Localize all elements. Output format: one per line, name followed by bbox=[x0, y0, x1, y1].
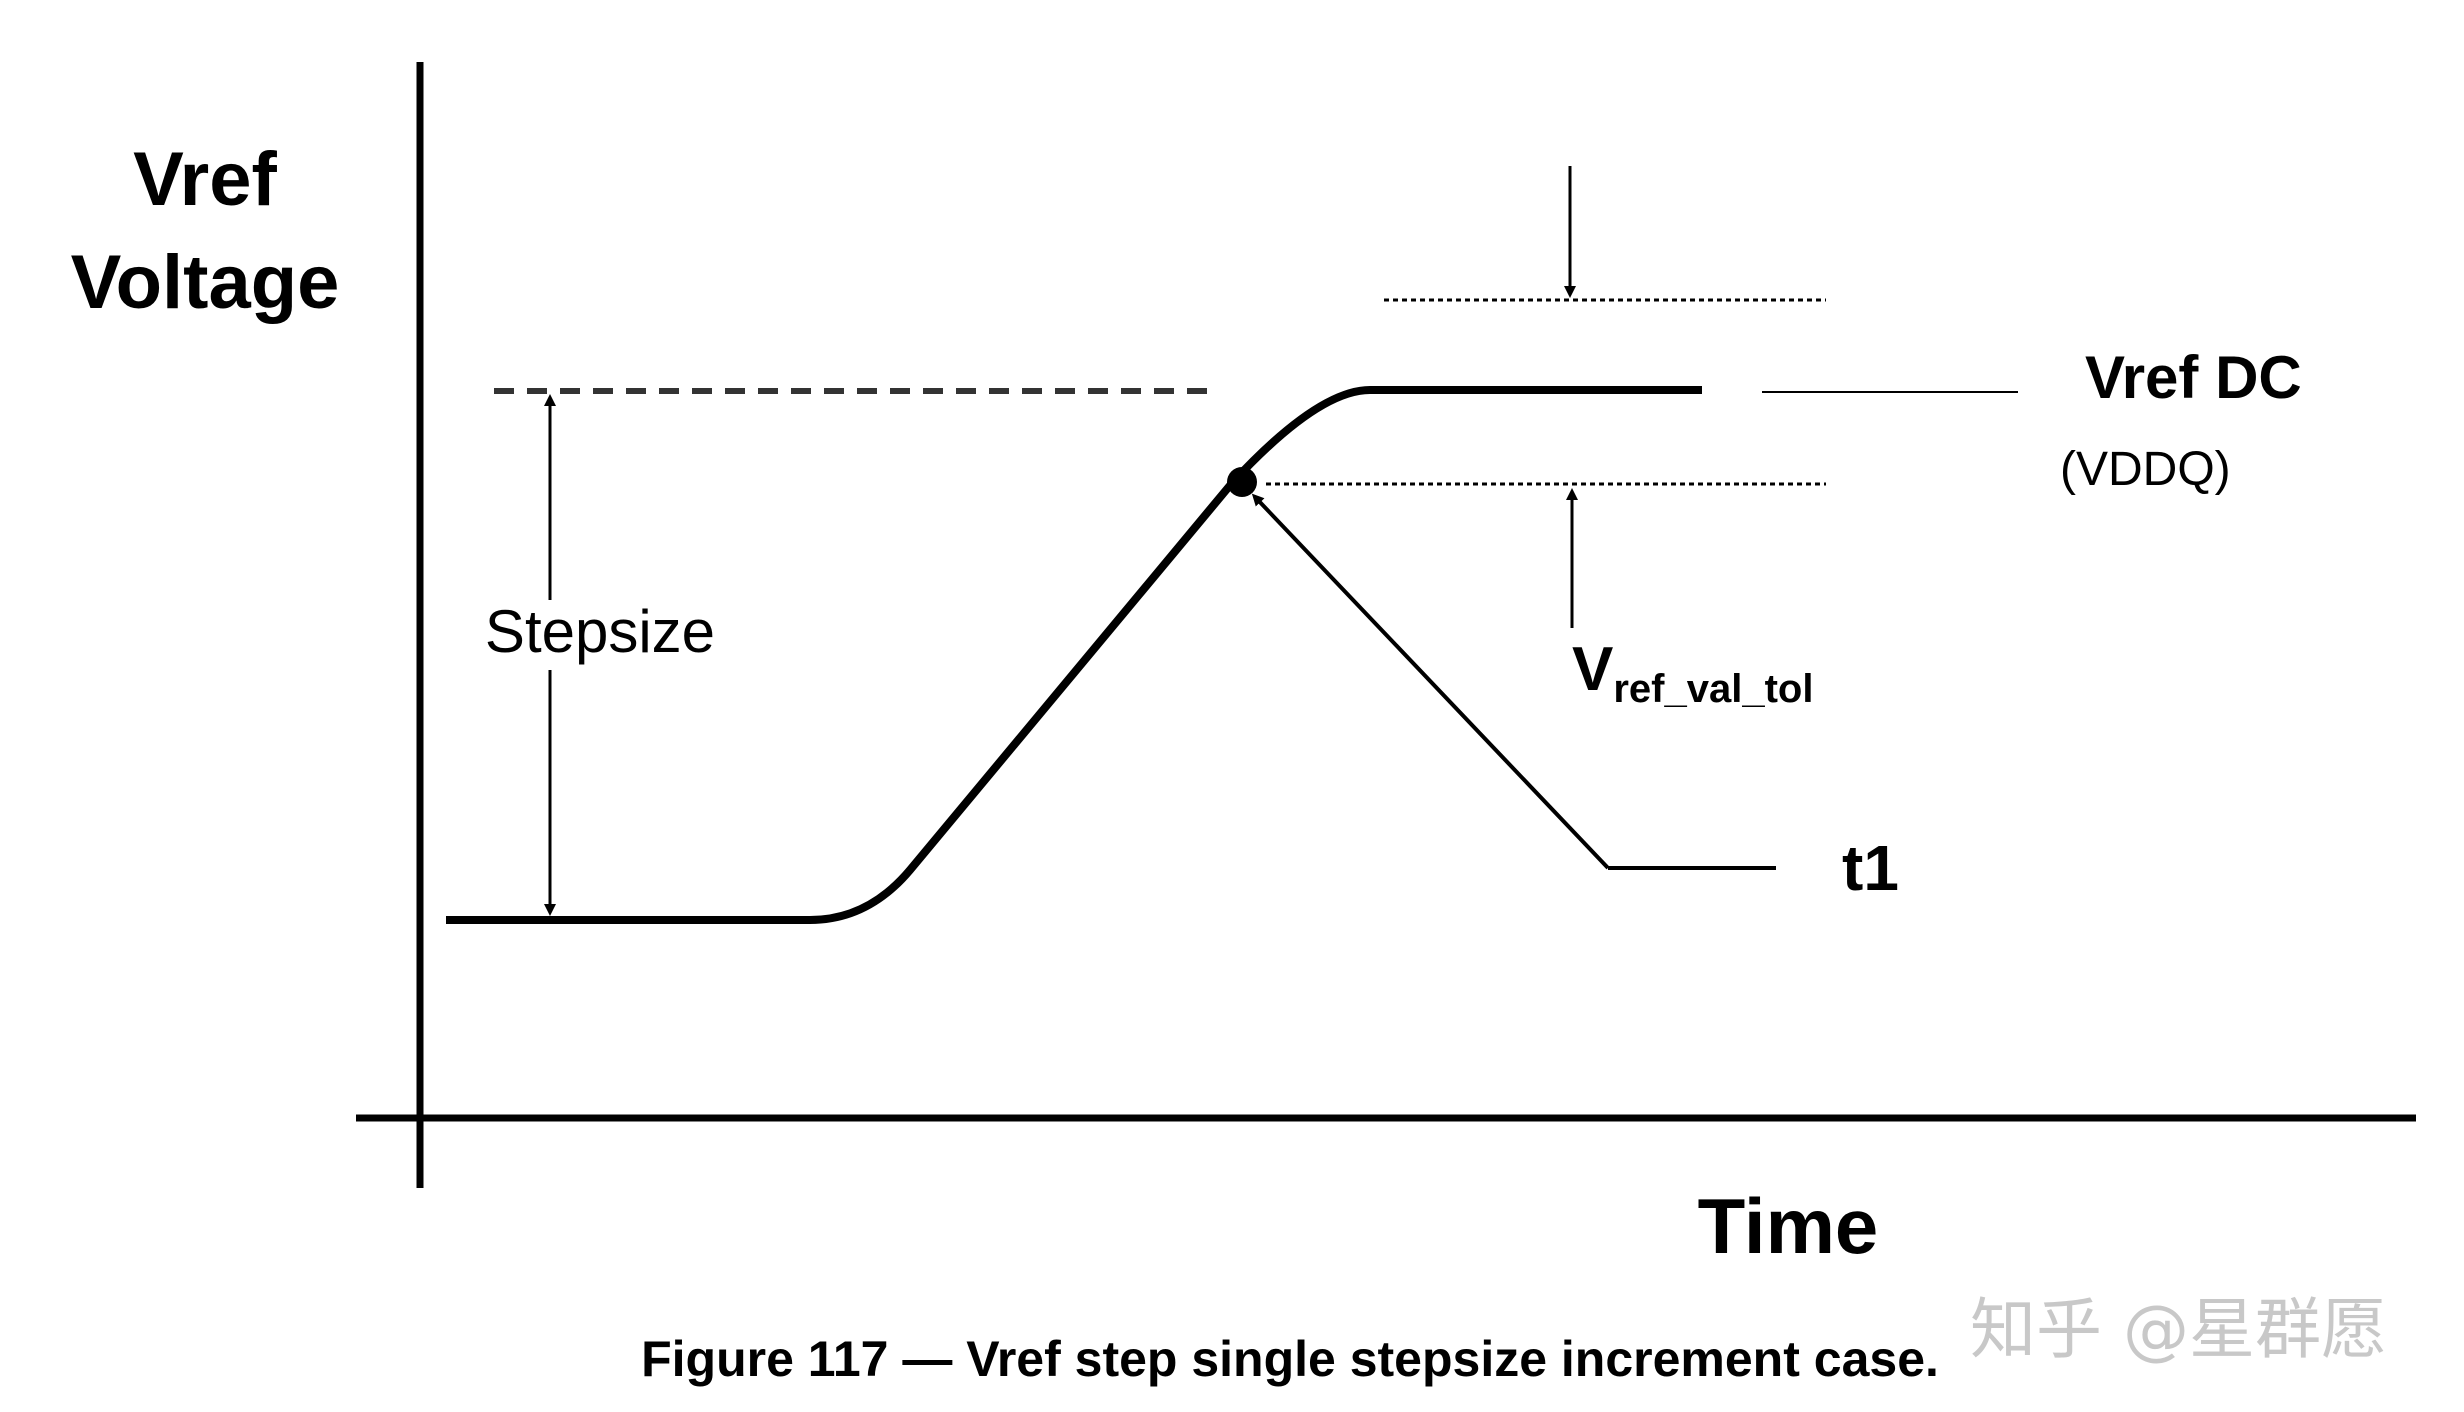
vref-dc-label: Vref DC bbox=[2085, 344, 2302, 411]
y-axis-label-line1: Vref bbox=[133, 137, 277, 222]
watermark: 知乎 @星群愿 bbox=[1970, 1291, 2387, 1368]
vddq-label: (VDDQ) bbox=[2060, 443, 2231, 496]
y-axis-label-line2: Voltage bbox=[71, 240, 340, 325]
t1-label: t1 bbox=[1842, 832, 1899, 904]
stepsize-label: Stepsize bbox=[485, 598, 715, 665]
tolerance-label-main: V bbox=[1572, 635, 1613, 704]
figure-caption: Figure 117 — Vref step single stepsize i… bbox=[641, 1331, 1939, 1387]
tolerance-label-subscript: ref_val_tol bbox=[1613, 667, 1813, 711]
t1-pointer-line bbox=[1251, 493, 1610, 870]
tolerance-label: Vref_val_tol bbox=[1572, 635, 1813, 711]
x-axis-label: Time bbox=[1698, 1182, 1879, 1270]
t1-point bbox=[1227, 467, 1257, 497]
